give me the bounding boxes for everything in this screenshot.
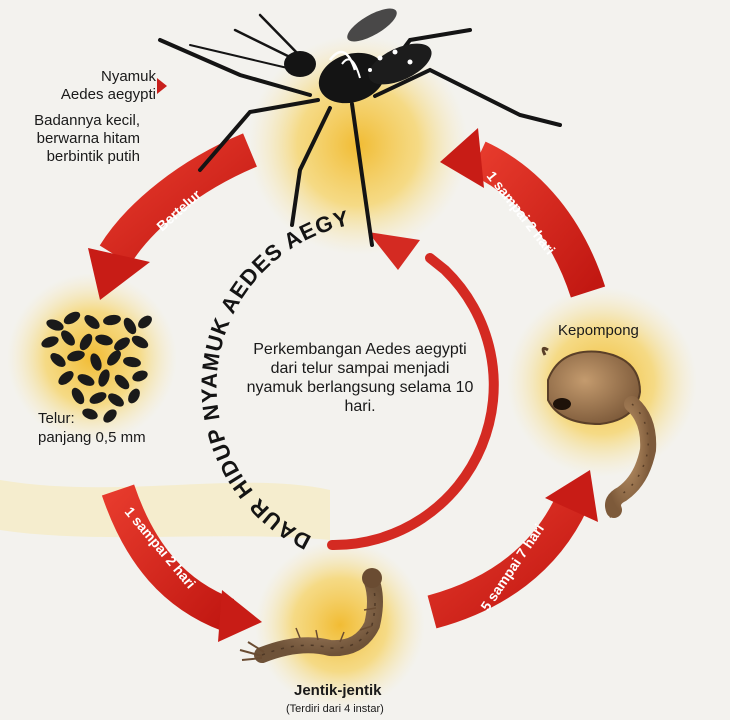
inner-cycle-arrow [327, 253, 499, 551]
pupa-label: Kepompong [558, 322, 639, 339]
arrow-mosquito-to-eggs [99, 133, 258, 265]
center-description: Perkembangan Aedes aegypti dari telur sa… [246, 341, 474, 415]
larva-label: Jentik-jentik [294, 682, 382, 699]
arrow-larva-to-pupa [427, 494, 588, 629]
arrowhead-pupa [545, 470, 598, 522]
mosquito-name-line2: Aedes aegypti [60, 86, 156, 103]
arrow-pupa-to-mosquito [470, 141, 606, 298]
mosquito-desc-line1: Badannya kecil, [34, 112, 140, 129]
arrowhead-larva [218, 590, 262, 642]
pupa-illustration [541, 346, 657, 518]
larva-illustration [239, 568, 383, 663]
mosquito-body [284, 8, 432, 104]
mosquito-name-line1: Nyamuk [100, 68, 156, 85]
arrowhead-mosquito [440, 128, 484, 188]
larva-glow [255, 540, 425, 710]
eggs-illustration [41, 311, 152, 423]
mosquito-desc-line2: berwarna hitam [36, 130, 140, 147]
eggs-label-line1: Telur: [38, 410, 75, 427]
arrowhead-eggs [88, 248, 150, 300]
mosquito-pointer-icon [157, 78, 167, 94]
eggs-label-line2: panjang 0,5 mm [38, 429, 146, 446]
mosquito-desc-line3: berbintik putih [46, 148, 140, 165]
larva-sublabel: (Terdiri dari 4 instar) [286, 703, 384, 715]
inner-arrowhead [368, 232, 420, 270]
arrow-eggs-to-larva [101, 484, 235, 631]
